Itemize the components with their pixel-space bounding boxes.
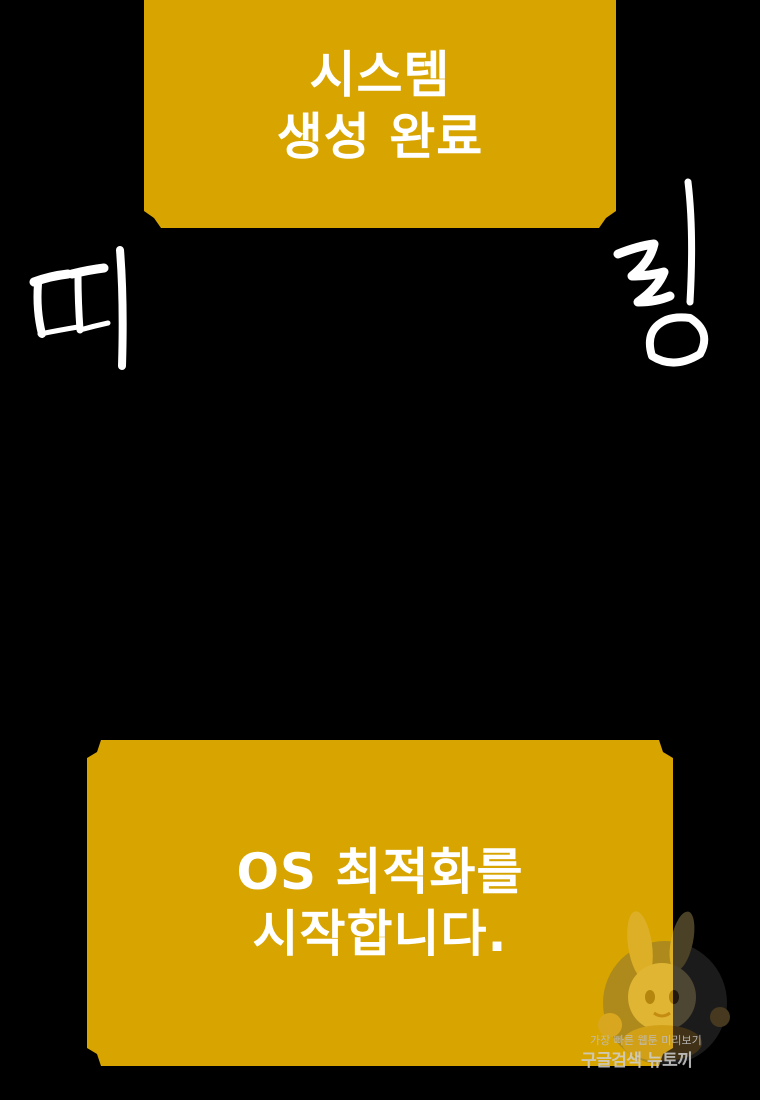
system-created-line1: 시스템: [309, 45, 451, 104]
os-optimization-line1: OS 최적화를: [236, 842, 524, 901]
system-created-panel: 시스템 생성 완료: [144, 0, 616, 228]
sfx-ring-brush: 링: [613, 178, 709, 367]
watermark-line2: 구글검색 뉴토끼: [581, 1051, 693, 1071]
watermark-mascot-icon: [598, 911, 730, 1065]
system-created-line2: 생성 완료: [276, 108, 484, 166]
os-optimization-panel: OS 최적화를 시작합니다.: [87, 740, 673, 1066]
os-optimization-line2: 시작합니다.: [252, 905, 508, 963]
watermark-line1: 가장 빠른 웹툰 미리보기: [590, 1034, 702, 1047]
sfx-tti-brush: 띠: [29, 246, 127, 370]
